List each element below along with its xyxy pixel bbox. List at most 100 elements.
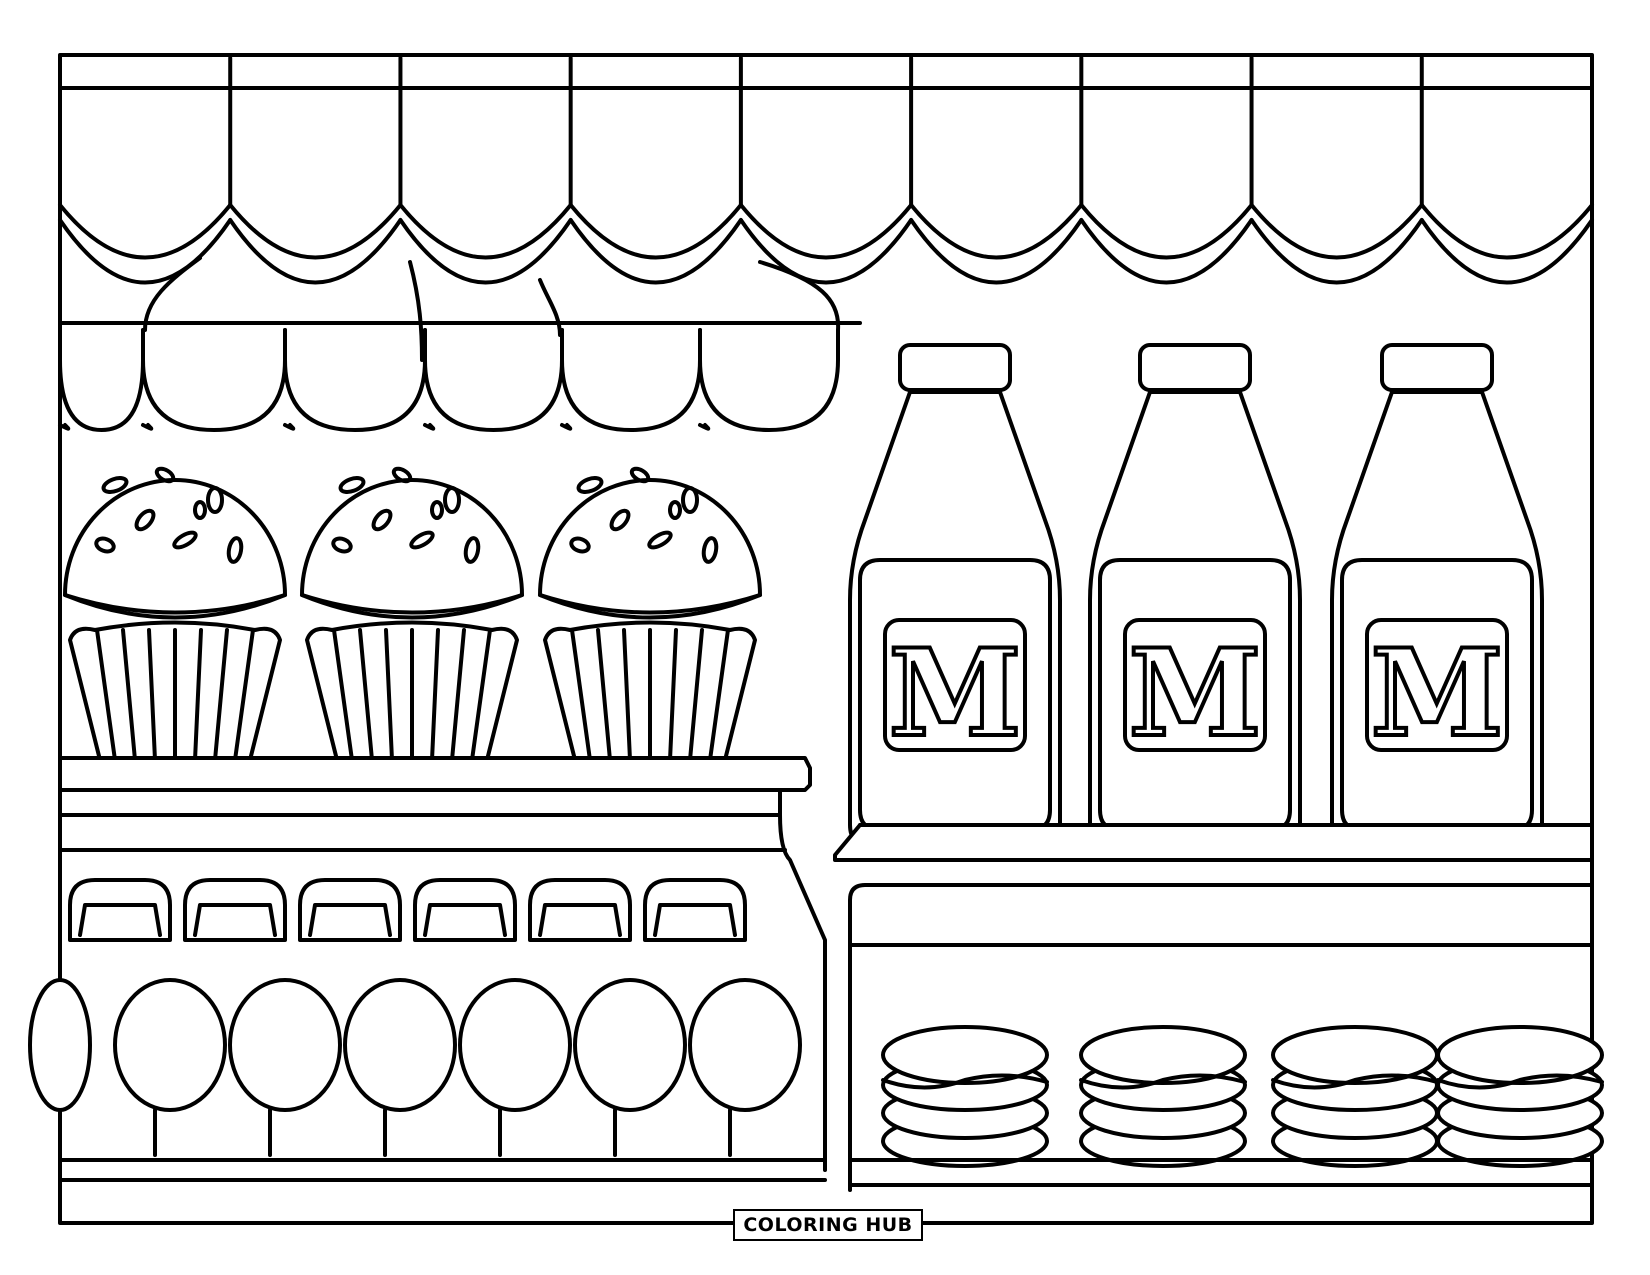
awning <box>58 56 1594 285</box>
muffin-sprinkle <box>409 530 435 550</box>
jar <box>298 878 457 1112</box>
milk-bottle: M <box>848 343 1062 847</box>
awning-scallop-inner <box>228 218 403 285</box>
milk-bottle: M <box>1088 343 1302 847</box>
jar-neck <box>308 903 392 937</box>
muffin-sprinkle <box>576 476 604 494</box>
bottle-label-letter: M <box>1371 623 1504 764</box>
awning-scallop-inner <box>909 218 1084 285</box>
jar-lid <box>68 878 172 942</box>
awning-scallop-inner <box>1419 218 1594 285</box>
awning-scallop <box>398 203 573 260</box>
muffin-cup-pleat <box>430 628 440 762</box>
awning-scallop <box>738 203 914 260</box>
jar <box>183 878 342 1112</box>
awning-drape <box>58 328 145 432</box>
awning-scallop-inner <box>738 218 914 285</box>
muffin-cup-pleat <box>622 628 632 762</box>
jar-neck <box>193 903 277 937</box>
muffin-sprinkle <box>101 476 129 494</box>
muffin-sprinkle <box>94 536 116 554</box>
muffin-sprinkle <box>647 530 673 550</box>
cookie-stack <box>1436 1025 1604 1168</box>
muffin-cup-pleat <box>668 628 678 762</box>
jar-lid <box>183 878 287 942</box>
jar-lid <box>643 878 747 942</box>
awning-scallop <box>568 203 743 260</box>
awning-scallop-inner <box>398 218 573 285</box>
muffin-sprinkle <box>668 500 682 520</box>
muffin-sprinkle <box>154 466 176 484</box>
jar-neck <box>538 903 622 937</box>
muffin-sprinkle <box>338 476 366 494</box>
jar-lid <box>413 878 517 942</box>
muffin-cup-pleat <box>708 628 730 762</box>
bottle-cap <box>1138 343 1252 392</box>
muffin-shelf-board <box>58 756 812 792</box>
awning-scallop-inner <box>58 218 233 285</box>
cookie-stack <box>1079 1025 1247 1168</box>
awning-drape <box>283 328 427 432</box>
muffin-shelf <box>58 466 827 1172</box>
muffin-sprinkle <box>443 486 461 514</box>
awning-scallop <box>58 203 233 260</box>
bottle-label-letter: M <box>1129 623 1262 764</box>
cookie-top <box>881 1025 1049 1085</box>
bottle-cap <box>898 343 1012 392</box>
awning-cord <box>408 260 424 362</box>
muffin-cup-pleat <box>450 628 466 762</box>
muffin-cup-pleat <box>193 628 203 762</box>
cookie-filling <box>1271 1073 1439 1090</box>
awning-scallop <box>228 203 403 260</box>
awning-drape <box>698 328 840 432</box>
muffin-cup-pleat <box>233 628 255 762</box>
jar-shelf <box>28 848 827 1182</box>
jar-lid <box>298 878 402 942</box>
muffin-top-edge <box>63 593 287 620</box>
jar-neck <box>653 903 737 937</box>
muffin-sprinkle <box>172 530 198 550</box>
muffin-cup-pleat <box>596 628 612 762</box>
muffin-cup-pleat <box>570 628 592 762</box>
shelf-line <box>848 883 1594 947</box>
jar-body <box>113 978 227 1112</box>
awning-scallop <box>909 203 1084 260</box>
jar-body <box>28 978 92 1112</box>
jar <box>68 878 227 1112</box>
muffin-cup-pleat <box>121 628 137 762</box>
cookie-filling <box>1436 1073 1604 1090</box>
muffin-sprinkle <box>391 466 413 484</box>
awning-cord <box>143 256 202 332</box>
bottle-label-letter: M <box>889 623 1022 764</box>
shelf-lip <box>58 788 782 817</box>
awning-cord <box>538 278 562 337</box>
bottle-letter-box <box>883 618 1027 752</box>
muffin <box>63 466 287 762</box>
muffin-cup-pleat <box>358 628 374 762</box>
jar-body <box>343 978 457 1112</box>
muffin-cup-pleat <box>332 628 354 762</box>
awning-lower-scallops <box>58 256 862 432</box>
muffin <box>538 466 762 762</box>
awning-drape <box>141 328 287 432</box>
muffin-sprinkle <box>701 536 719 564</box>
shelf-side <box>778 813 827 1172</box>
milk-bottle: M <box>1330 343 1544 847</box>
awning-drape <box>560 328 702 432</box>
muffin-cup-pleat <box>147 628 157 762</box>
cookie-shelf <box>848 1025 1604 1187</box>
jar <box>643 878 802 1112</box>
muffin-sprinkle <box>609 508 631 532</box>
cookie-top <box>1436 1025 1604 1085</box>
muffin-sprinkle <box>463 536 481 564</box>
jar-body <box>573 978 687 1112</box>
muffin-sprinkle <box>629 466 651 484</box>
cookie-filling <box>1079 1073 1247 1090</box>
muffin-cup-pleat <box>95 628 117 762</box>
jar-body <box>688 978 802 1112</box>
jar-neck <box>423 903 507 937</box>
awning-scallop-inner <box>568 218 743 285</box>
muffin-sprinkle <box>226 536 244 564</box>
